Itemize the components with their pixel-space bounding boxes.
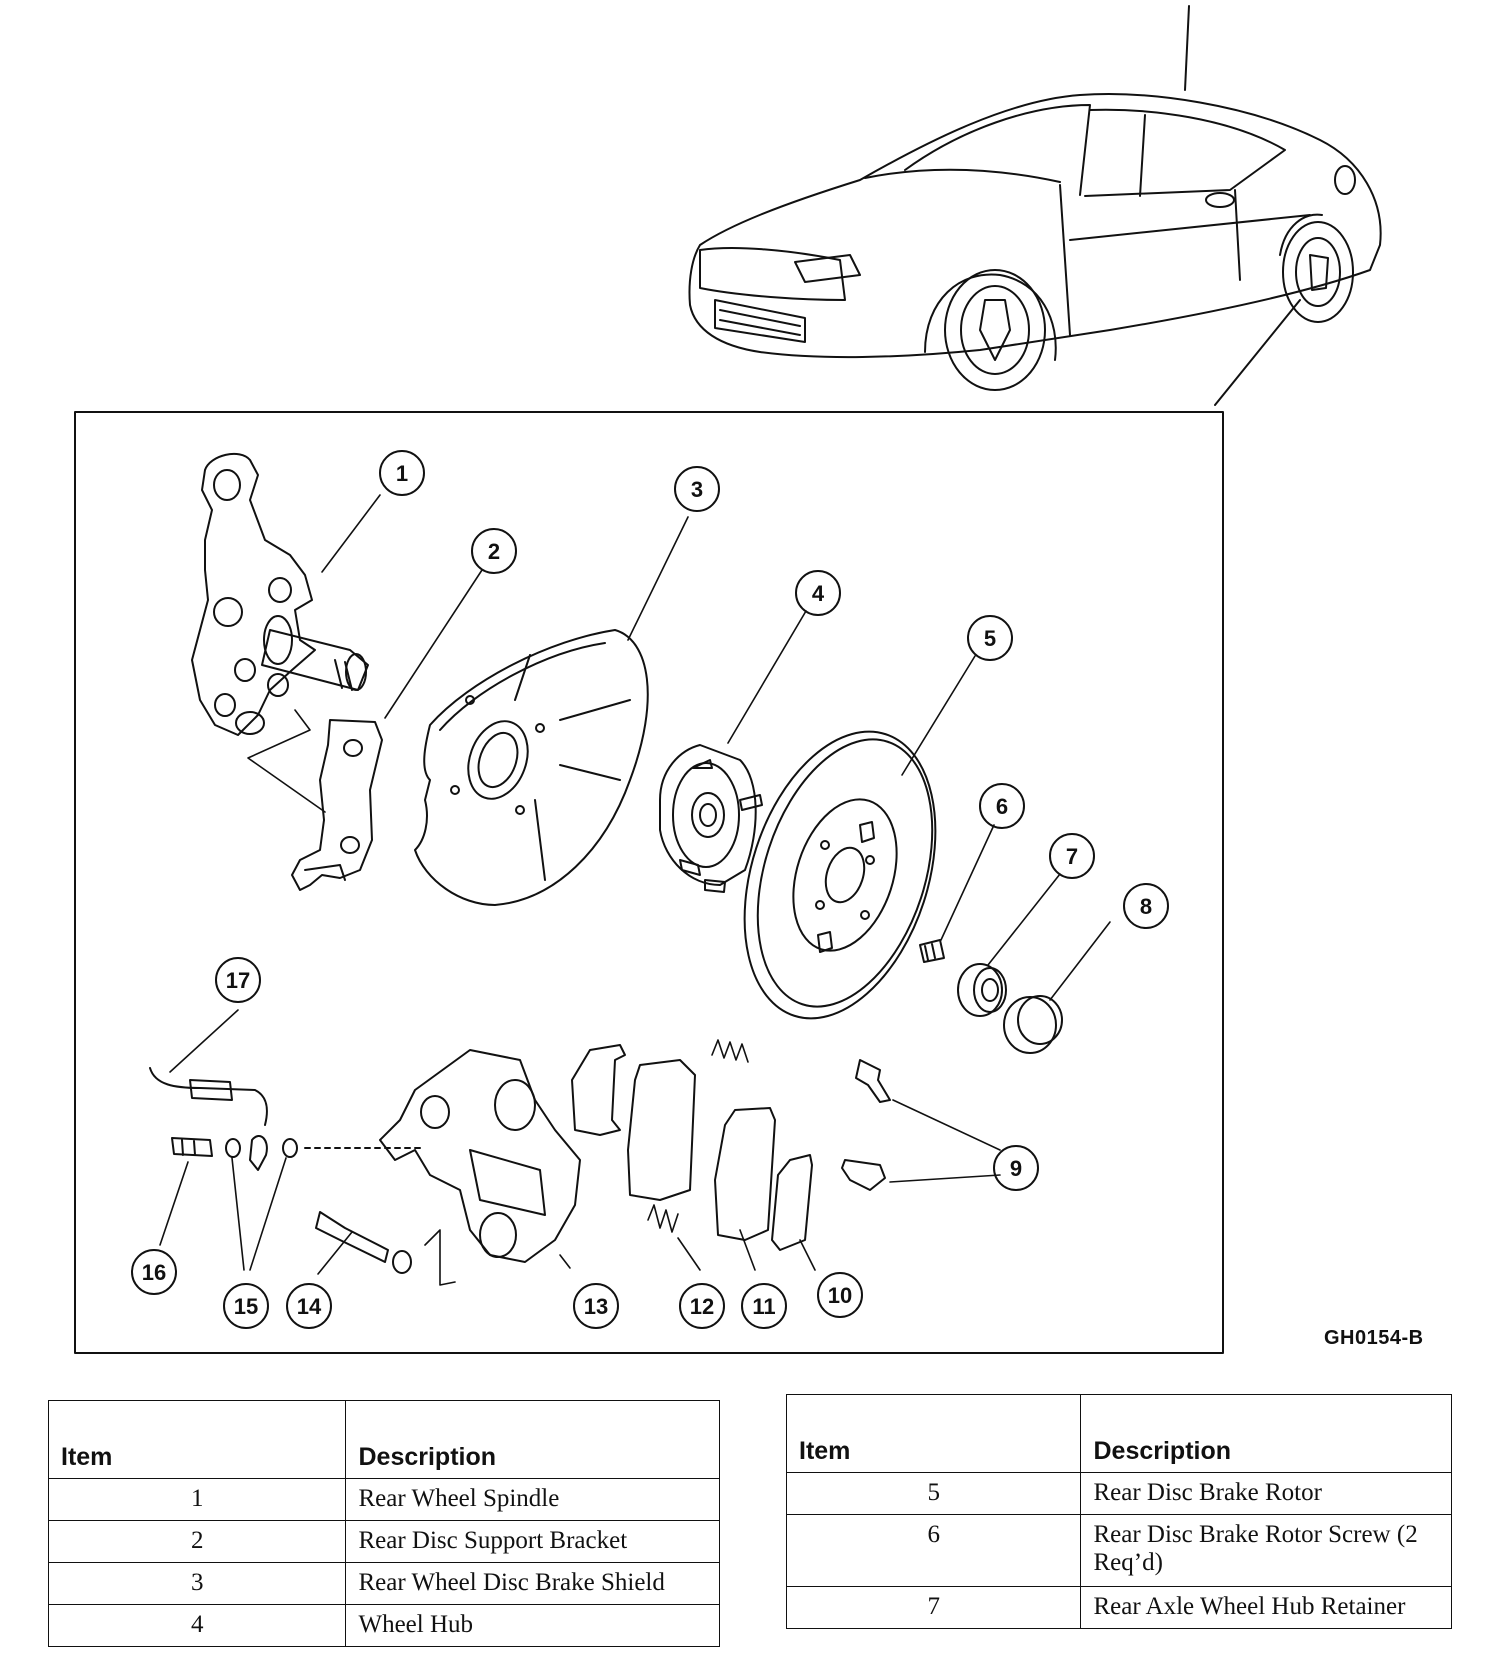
- item-description: Wheel Hub: [345, 1604, 720, 1647]
- diagram-frame: [74, 411, 1224, 1354]
- item-number: 4: [47, 1604, 347, 1647]
- legend-header-row: Item Description: [785, 1394, 1452, 1473]
- callout-4-label: 4: [812, 581, 825, 606]
- table-row: 4 Wheel Hub: [47, 1604, 720, 1647]
- part-pads: [571, 1039, 813, 1251]
- table-row: 7 Rear Axle Wheel Hub Retainer: [785, 1586, 1452, 1629]
- callout-3-label: 3: [691, 477, 703, 502]
- callout-11-label: 11: [752, 1294, 775, 1319]
- callout-1: 1: [379, 450, 425, 496]
- callout-12: 12: [679, 1283, 725, 1329]
- item-description: Rear Wheel Spindle: [345, 1478, 720, 1521]
- part-clips: [841, 1059, 891, 1191]
- callout-13-label: 13: [584, 1294, 608, 1319]
- callout-2-label: 2: [488, 539, 500, 564]
- item-number: 1: [47, 1478, 347, 1521]
- item-number: 3: [47, 1562, 347, 1605]
- part-bolts-and-hose: [149, 1067, 421, 1274]
- callout-17-label: 17: [226, 968, 250, 993]
- legend-table-right: Item Description 5 Rear Disc Brake Rotor…: [785, 1394, 1452, 1629]
- callout-8: 8: [1123, 883, 1169, 929]
- callout-6: 6: [979, 783, 1025, 829]
- callout-15: 15: [223, 1283, 269, 1329]
- table-row: 5 Rear Disc Brake Rotor: [785, 1472, 1452, 1515]
- callout-16: 16: [131, 1249, 177, 1295]
- item-number: 6: [785, 1514, 1082, 1587]
- callout-14: 14: [286, 1283, 332, 1329]
- part-grease-cap: [1003, 995, 1063, 1054]
- callout-12-label: 12: [690, 1294, 714, 1319]
- item-description: Rear Axle Wheel Hub Retainer: [1080, 1586, 1452, 1629]
- callout-10: 10: [817, 1272, 863, 1318]
- callout-17: 17: [215, 957, 261, 1003]
- callout-4: 4: [795, 570, 841, 616]
- table-row: 6 Rear Disc Brake Rotor Screw (2 Req’d): [785, 1514, 1452, 1587]
- description-header: Description: [1080, 1394, 1452, 1473]
- item-number: 2: [47, 1520, 347, 1563]
- item-description: Rear Wheel Disc Brake Shield: [345, 1562, 720, 1605]
- item-description: Rear Disc Support Bracket: [345, 1520, 720, 1563]
- part-caliper: [379, 1049, 581, 1286]
- table-row: 1 Rear Wheel Spindle: [47, 1478, 720, 1521]
- callout-9-label: 9: [1010, 1156, 1022, 1181]
- part-spindle: [191, 452, 369, 736]
- part-brake-shield: [414, 629, 649, 906]
- callout-5: 5: [967, 615, 1013, 661]
- callout-10-label: 10: [828, 1283, 852, 1308]
- callout-8-label: 8: [1140, 894, 1152, 919]
- item-number: 5: [785, 1472, 1082, 1515]
- callout-16-label: 16: [142, 1260, 166, 1285]
- description-header: Description: [345, 1400, 720, 1479]
- part-rotor: [743, 730, 937, 1020]
- callout-9: 9: [993, 1145, 1039, 1191]
- part-hub-retainer: [957, 963, 1007, 1017]
- table-row: 3 Rear Wheel Disc Brake Shield: [47, 1562, 720, 1605]
- item-description: Rear Disc Brake Rotor Screw (2 Req’d): [1080, 1514, 1452, 1587]
- part-rotor-screw: [919, 939, 945, 963]
- car-illustration: [688, 5, 1382, 406]
- part-bracket: [247, 709, 383, 891]
- figure-id: GH0154-B: [1324, 1327, 1424, 1349]
- item-description: Rear Disc Brake Rotor: [1080, 1472, 1452, 1515]
- callout-7: 7: [1049, 833, 1095, 879]
- item-number: 7: [785, 1586, 1082, 1629]
- callout-11: 11: [741, 1283, 787, 1329]
- callout-1-label: 1: [396, 461, 408, 486]
- part-wheel-hub: [659, 744, 763, 893]
- callout-7-label: 7: [1066, 844, 1078, 869]
- item-header: Item: [785, 1394, 1082, 1473]
- leader-lines: [159, 494, 1111, 1275]
- legend-table-left: Item Description 1 Rear Wheel Spindle 2 …: [47, 1400, 720, 1647]
- callout-5-label: 5: [984, 626, 996, 651]
- callout-6-label: 6: [996, 794, 1008, 819]
- callout-13: 13: [573, 1283, 619, 1329]
- item-header: Item: [47, 1400, 347, 1479]
- legend-header-row: Item Description: [47, 1400, 720, 1479]
- callout-3: 3: [674, 466, 720, 512]
- table-row: 2 Rear Disc Support Bracket: [47, 1520, 720, 1563]
- callout-2: 2: [471, 528, 517, 574]
- callout-15-label: 15: [234, 1294, 258, 1319]
- callouts: 1 2 3 4 5 6 7 8 9 10 11 12 13 14 15 16 1…: [131, 450, 1169, 1329]
- callout-14-label: 14: [297, 1294, 322, 1319]
